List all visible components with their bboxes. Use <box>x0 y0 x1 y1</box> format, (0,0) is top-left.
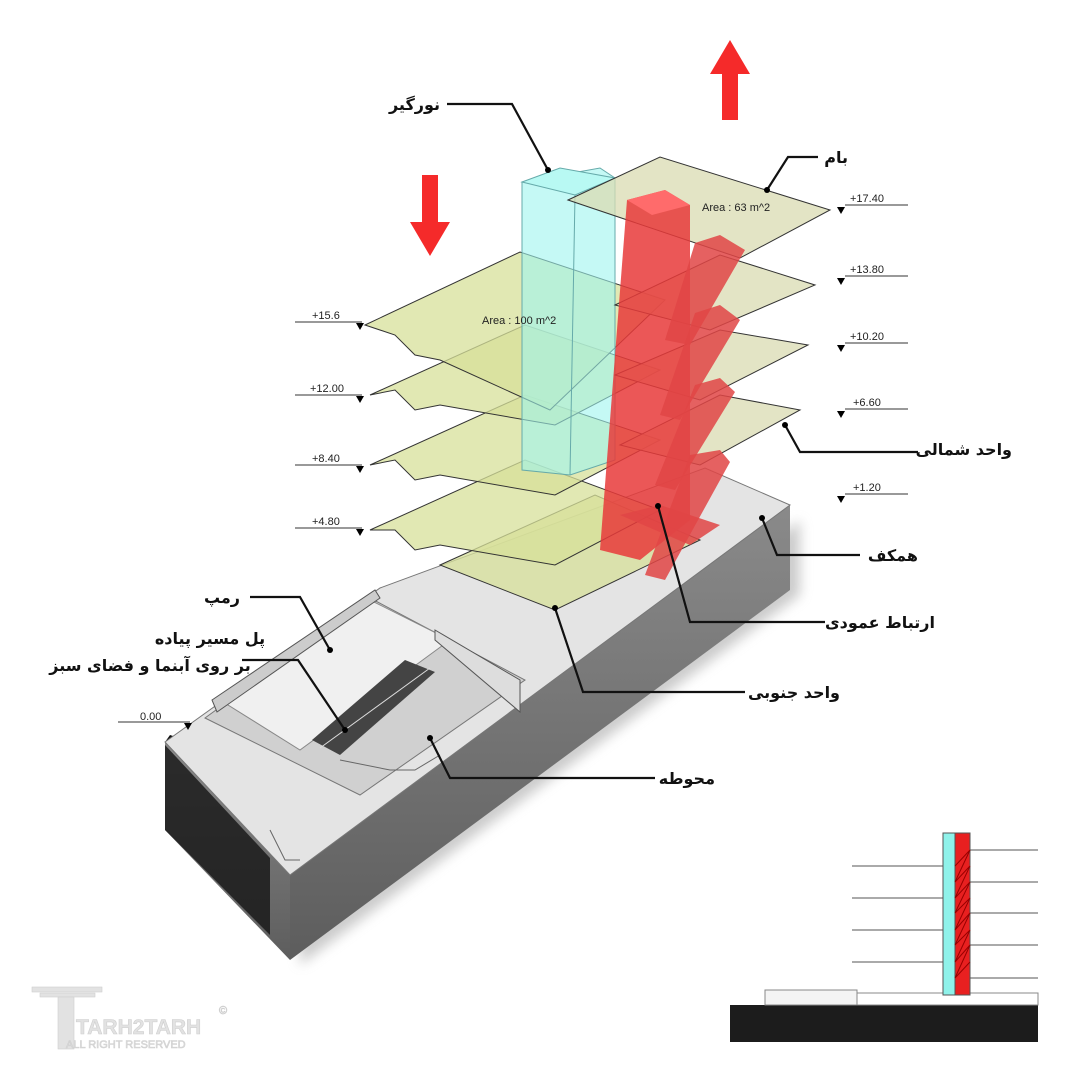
label-ramp: رمپ <box>204 588 240 608</box>
level-label: +1.20 <box>853 482 881 494</box>
label-vertical-circulation: ارتباط عمودی <box>825 613 935 632</box>
level-label: +6.60 <box>853 397 881 409</box>
level-label: +10.20 <box>850 331 884 343</box>
level-label: +17.40 <box>850 193 884 205</box>
label-ground-floor: همکف <box>868 546 918 565</box>
logo-name: TARH2TARH <box>76 1016 201 1039</box>
level-label: 0.00 <box>140 711 161 723</box>
label-skylight: نورگیر <box>388 95 440 114</box>
label-bridge-line2: بر روی آبنما و فضای سبز <box>48 655 250 675</box>
skylight-shaft <box>520 167 617 476</box>
label-north-unit: واحد شمالی <box>916 440 1012 459</box>
level-label: +12.00 <box>310 383 344 395</box>
label-south-unit: واحد جنوبی <box>748 683 840 702</box>
level-label: +4.80 <box>312 516 340 528</box>
label-bridge-line1: پل مسیر پیاده <box>155 629 265 649</box>
level-label: +15.6 <box>312 310 340 322</box>
annotations: نورگیر بام واحد شمالی همکف ارتباط عمودی … <box>48 95 1012 788</box>
logo-tagline: ALL RIGHT RESERVED <box>66 1039 186 1051</box>
left-level-markers: +15.6 +12.00 +8.40 +4.80 0.00 <box>118 310 364 730</box>
section-diagram <box>730 832 1039 1042</box>
down-arrow-icon <box>410 175 450 256</box>
label-site: محوطه <box>659 769 715 788</box>
vertical-circulation-core <box>600 190 745 580</box>
south-area-label: Area : 100 m^2 <box>482 315 556 327</box>
up-arrow-icon <box>710 40 750 120</box>
watermark-logo: TARH2TARH ALL RIGHT RESERVED © <box>31 986 227 1051</box>
logo-copyright: © <box>219 1005 227 1017</box>
level-label: +13.80 <box>850 264 884 276</box>
right-level-markers: +17.40 +13.80 +10.20 +6.60 +1.20 <box>837 193 908 503</box>
label-roof: بام <box>824 148 848 167</box>
level-label: +8.40 <box>312 453 340 465</box>
north-area-label: Area : 63 m^2 <box>702 202 770 214</box>
